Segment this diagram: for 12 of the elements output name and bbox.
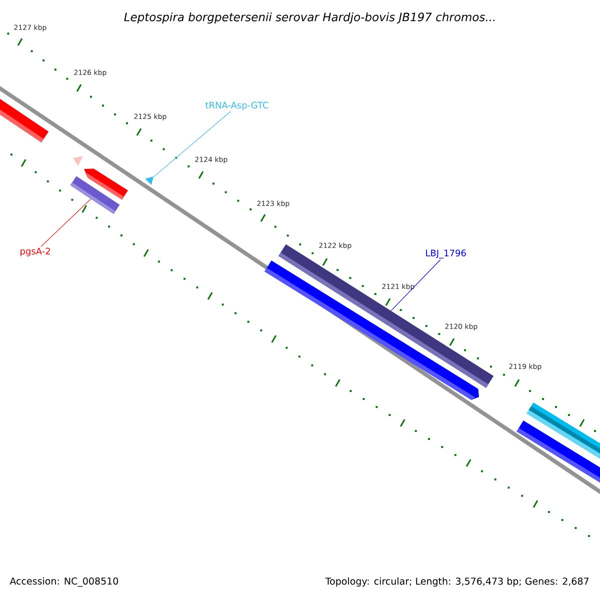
title: Leptospira borgpetersenii serovar Hardjo-bovis JB197 chromos... (124, 12, 495, 24)
gene-label: tRNA-Asp-GTC (205, 102, 268, 110)
gene-label: LBJ_1796 (426, 250, 466, 258)
leader-line (153, 111, 231, 178)
gene-arrow (70, 176, 120, 214)
leader-line (390, 259, 441, 312)
leader-line (40, 198, 92, 247)
footer-text: Accession: NC_008510 (10, 577, 118, 587)
footer-text: Topology: circular; Length: 3,576,473 bp; Genes: 2,687 (325, 577, 588, 587)
gene-label: pgsA-2 (20, 248, 50, 256)
trna-marker (145, 176, 154, 185)
gene-arrow (278, 244, 494, 388)
